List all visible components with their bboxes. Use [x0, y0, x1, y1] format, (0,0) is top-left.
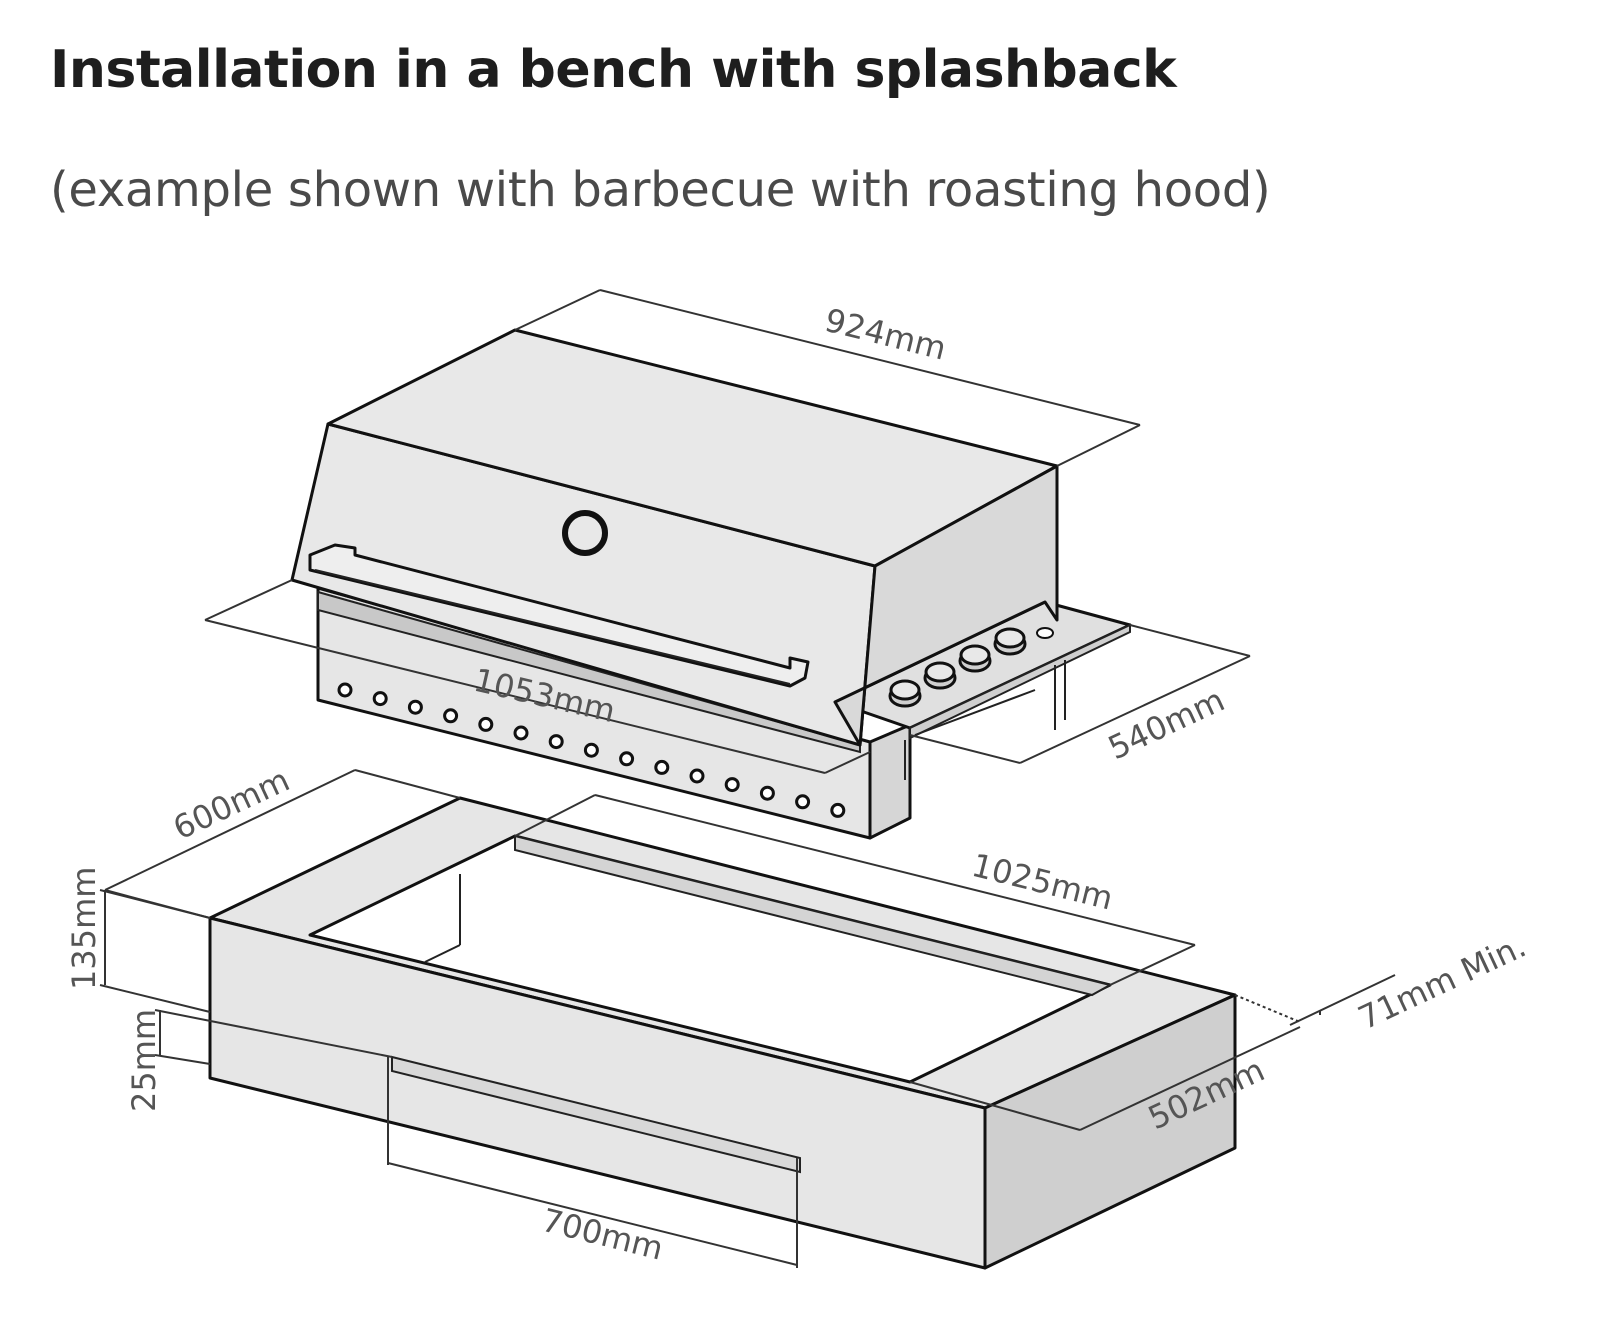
bbq-control-underside — [909, 623, 1131, 740]
vent-hole — [372, 691, 388, 707]
bbq-bracket — [914, 689, 1036, 736]
vent-hole — [548, 734, 564, 750]
bench-front-face — [208, 916, 987, 1270]
vent-hole — [337, 682, 353, 698]
bench — [208, 796, 1237, 1270]
dim-label-600: 600mm — [167, 761, 295, 848]
bbq-control-knobs — [888, 627, 1054, 708]
page-title: Installation in a bench with splashback — [50, 40, 1177, 100]
bbq-thermometer-icon — [562, 510, 608, 556]
control-knob-icon — [958, 644, 992, 673]
vent-hole — [654, 759, 670, 775]
cutout-floor-edge — [424, 944, 461, 963]
vent-hole — [689, 768, 705, 784]
dim-label-25: 25mm — [125, 1009, 163, 1112]
vent-hole — [583, 742, 599, 758]
dim-label-135: 135mm — [65, 867, 103, 990]
dim-label-540: 540mm — [1102, 681, 1230, 768]
vent-hole — [724, 777, 740, 793]
vent-hole — [759, 785, 775, 801]
barbecue — [290, 328, 1132, 840]
control-knob-icon — [923, 661, 957, 690]
vent-hole — [513, 725, 529, 741]
vent-hole — [478, 716, 494, 732]
control-knob-icon — [888, 679, 922, 708]
vent-hole — [795, 794, 811, 810]
bbq-body-side — [868, 723, 912, 840]
bbq-vent-holes — [337, 682, 846, 818]
control-knob-icon — [993, 627, 1027, 656]
cutout-rear-wall — [514, 834, 1113, 997]
bbq-hood-handle — [308, 543, 810, 688]
vent-hole — [619, 751, 635, 767]
front-access-slot — [391, 1055, 801, 1174]
page-subtitle: (example shown with barbecue with roasti… — [50, 162, 1271, 218]
dimension-lines — [99, 289, 1396, 1268]
dim-label-924: 924mm — [821, 301, 950, 368]
dim-label-700: 700mm — [538, 1201, 667, 1268]
vent-hole — [443, 708, 459, 724]
bbq-handle-edge — [314, 569, 791, 685]
vent-hole — [407, 699, 423, 715]
ignition-button-icon — [1036, 627, 1054, 639]
vent-hole — [830, 802, 846, 818]
